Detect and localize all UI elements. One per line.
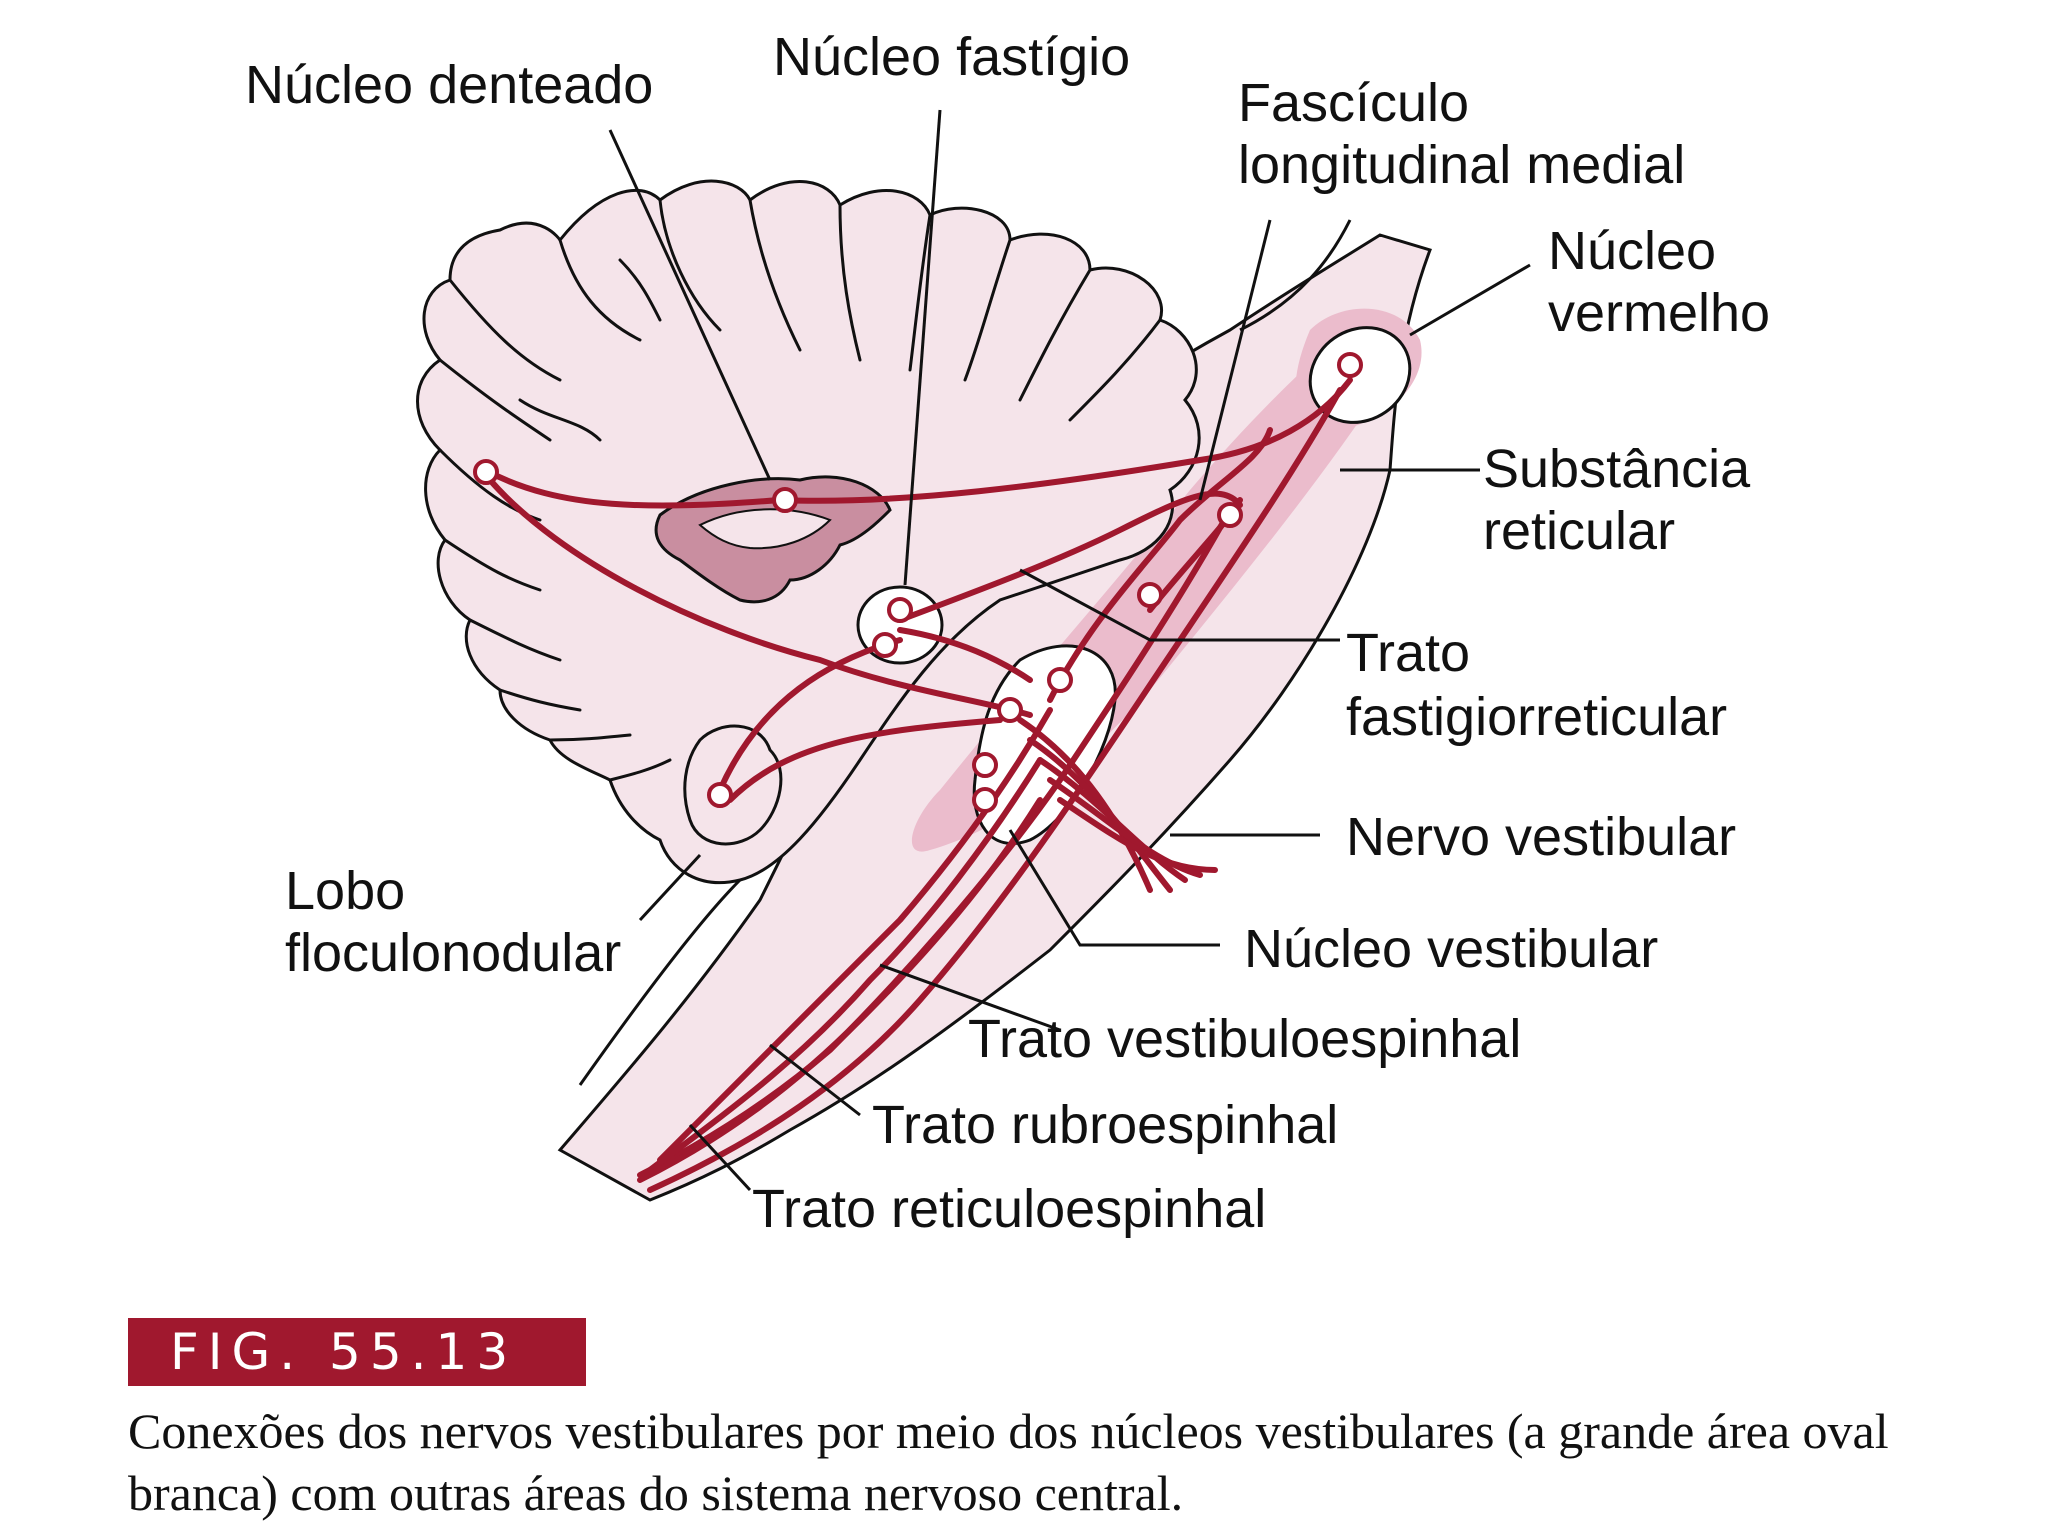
label-trato-reticuloespinhal: Trato reticuloespinhal: [752, 1179, 1267, 1239]
cerebellar-folia: [438, 198, 1162, 782]
label-substancia-line1: Substância: [1483, 439, 1751, 499]
soma-flocculus: [707, 782, 733, 808]
soma-vestibular-2: [997, 697, 1023, 723]
label-nucleo-vestibular: Núcleo vestibular: [1244, 919, 1659, 979]
soma-cortex: [473, 459, 499, 485]
neuron-somas: [473, 352, 1363, 813]
leader-lines: [578, 109, 1531, 1192]
label-trato-fastigio-line2: fastigiorreticular: [1346, 687, 1728, 747]
soma-reticular-1: [1217, 502, 1243, 528]
label-nucleo-fastigio: Núcleo fastígio: [773, 27, 1131, 87]
soma-vestibular-1: [1047, 667, 1073, 693]
soma-vestibular-4: [972, 787, 998, 813]
figure-caption: Conexões dos nervos vestibulares por mei…: [128, 1403, 1889, 1521]
soma-fastigial-1: [887, 597, 913, 623]
neural-pathways: [482, 377, 1353, 1193]
figure-number-badge: FIG. 55.13: [128, 1318, 586, 1386]
label-nervo-vestibular: Nervo vestibular: [1346, 807, 1737, 867]
soma-fastigial-2: [872, 632, 898, 658]
label-fasciculo-line2: longitudinal medial: [1238, 135, 1686, 195]
soma-reticular-2: [1137, 582, 1163, 608]
soma-vestibular-3: [972, 752, 998, 778]
label-substancia-line2: reticular: [1483, 501, 1676, 561]
soma-dentate: [772, 487, 798, 513]
vestibular-nucleus: [972, 644, 1117, 846]
label-trato-fastigio-line1: Trato: [1346, 623, 1471, 683]
soma-red-nucleus: [1337, 352, 1363, 378]
dentate-inner: [698, 508, 832, 550]
label-fasciculo-line1: Fascículo: [1238, 73, 1470, 133]
label-nucleo-denteado: Núcleo denteado: [245, 55, 654, 115]
label-nucleo-vermelho-line2: vermelho: [1548, 283, 1771, 343]
label-lobo-line1: Lobo: [285, 861, 406, 921]
label-trato-vestibuloespinhal: Trato vestibuloespinhal: [968, 1009, 1522, 1069]
label-nucleo-vermelho-line1: Núcleo: [1548, 221, 1717, 281]
label-lobo-line2: floculonodular: [285, 923, 622, 983]
label-trato-rubroespinhal: Trato rubroespinhal: [872, 1095, 1339, 1155]
